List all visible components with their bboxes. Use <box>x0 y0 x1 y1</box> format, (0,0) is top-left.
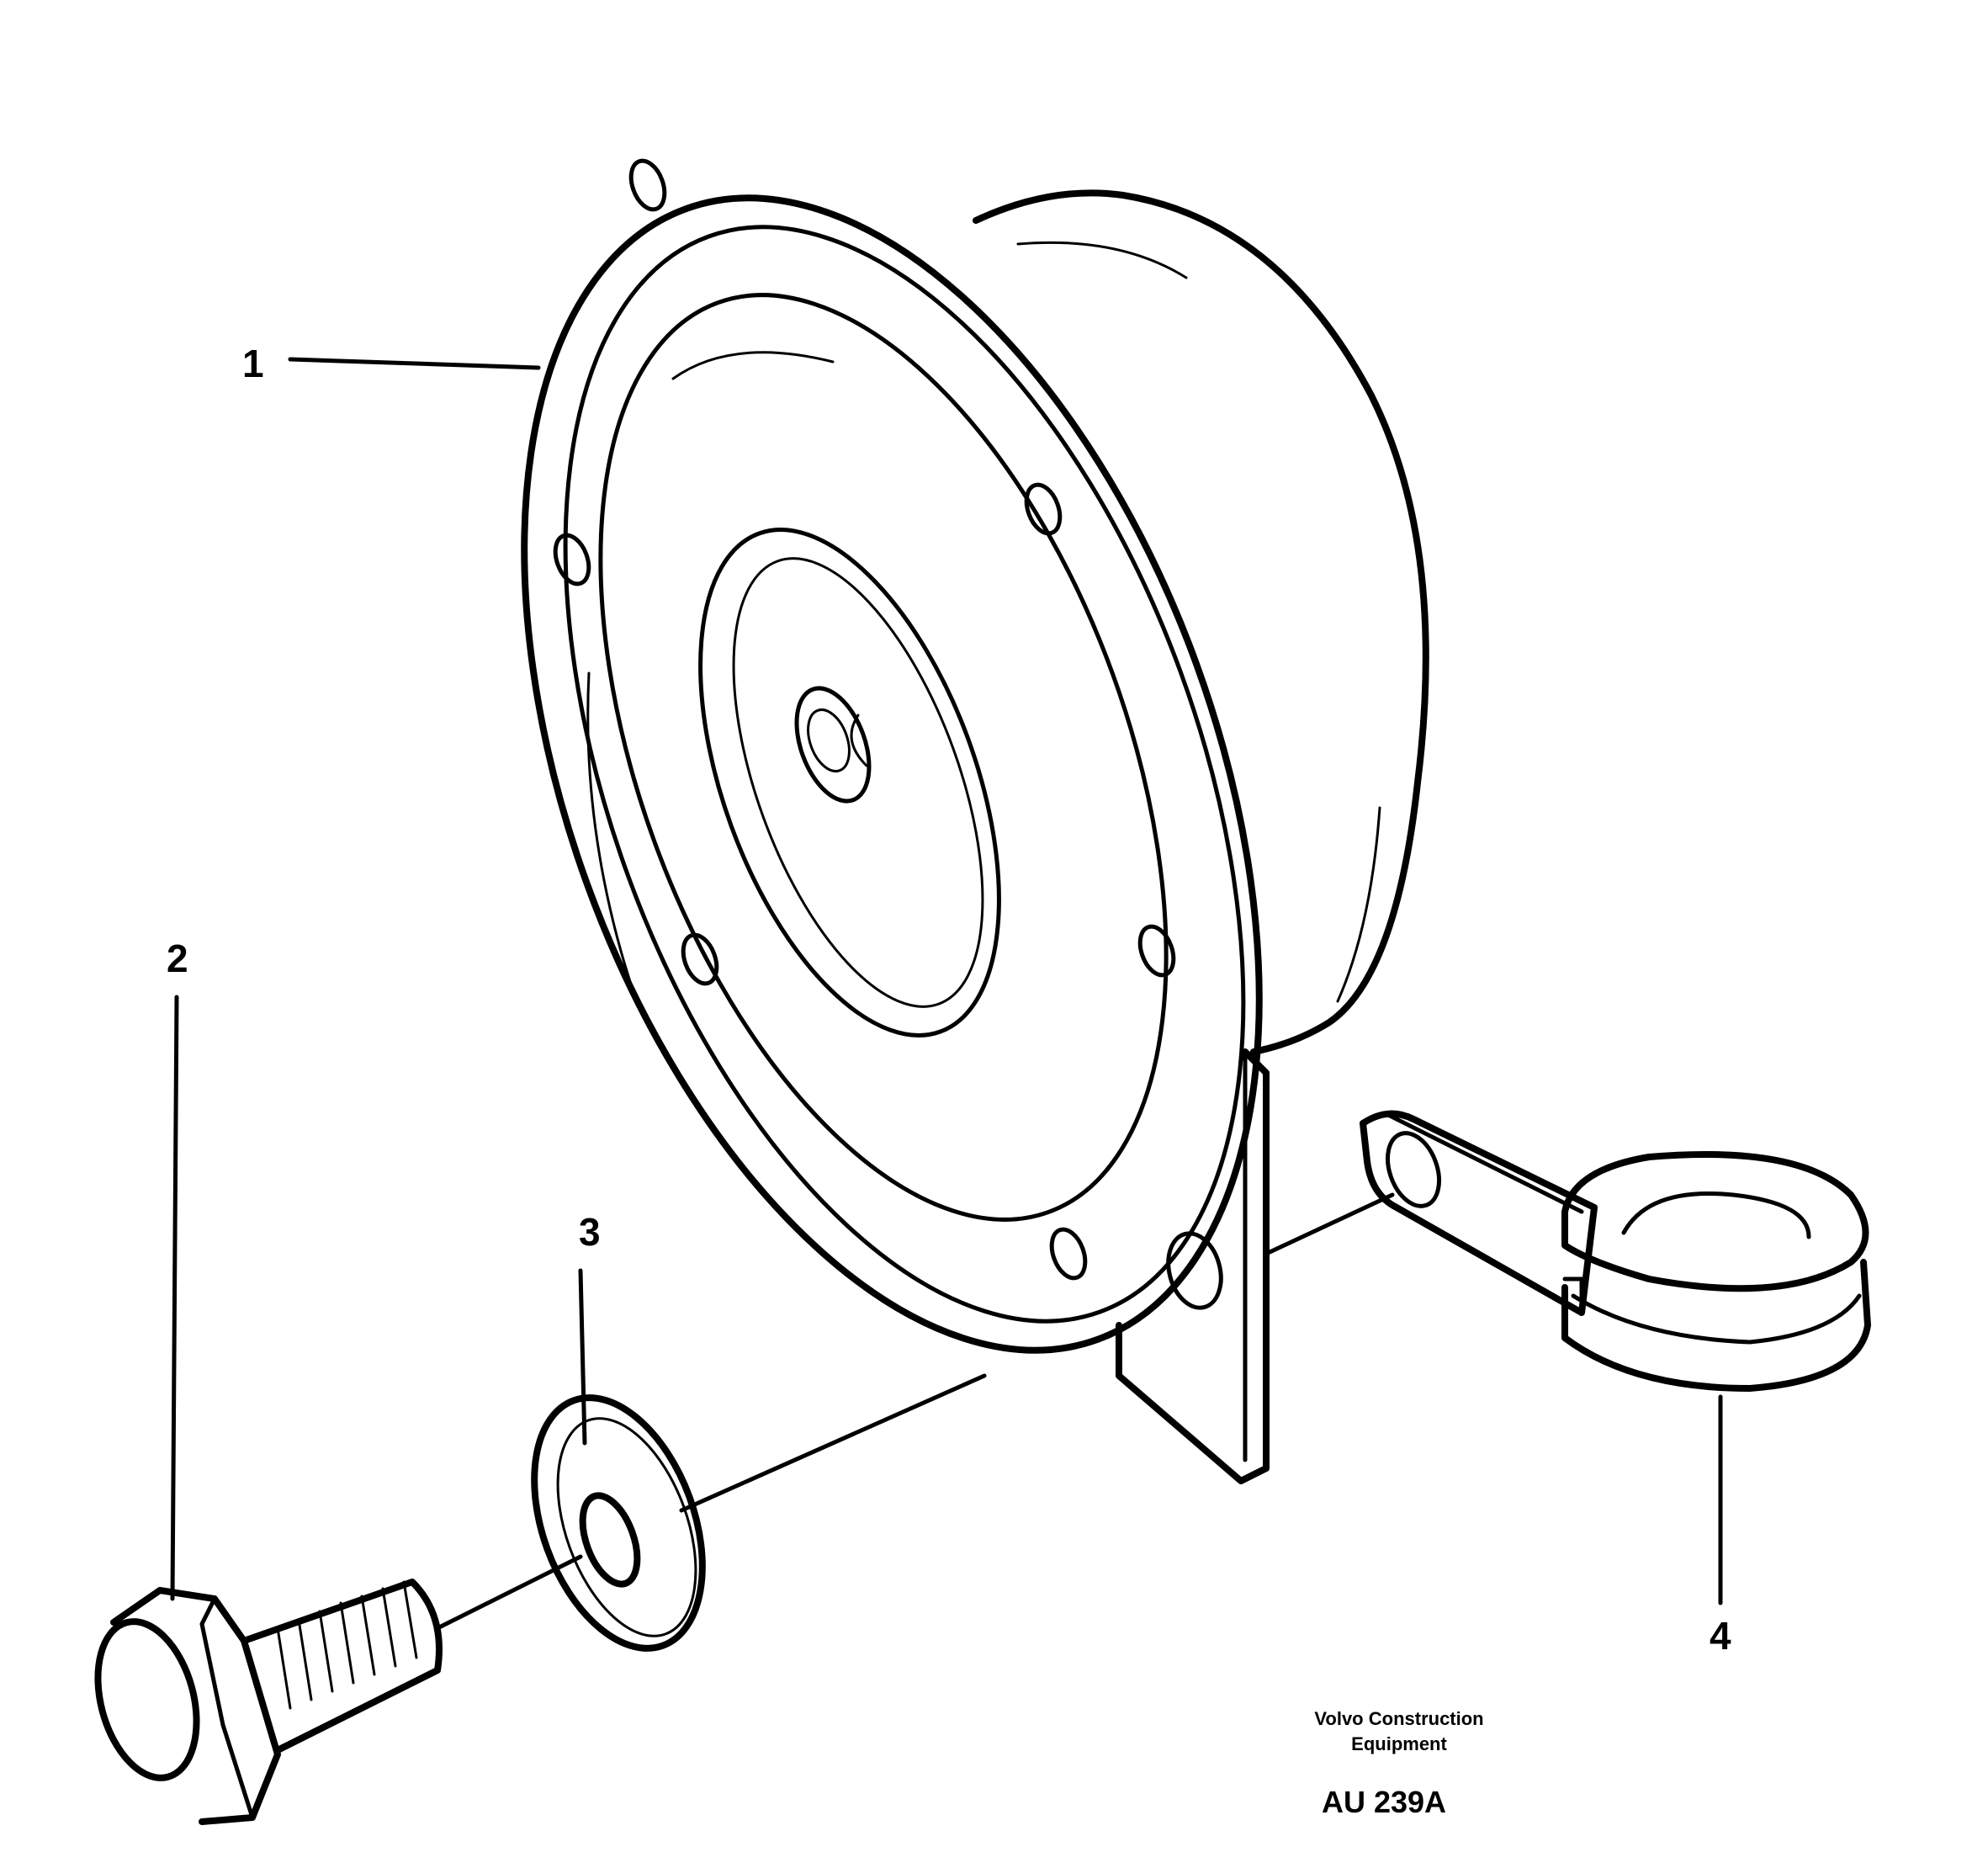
horn-mounting-bracket <box>1116 1048 1270 1484</box>
flange-hole-1 <box>628 158 667 212</box>
clamp-cushion-bottom <box>1561 1259 1871 1392</box>
callout-1: 1 <box>242 342 264 385</box>
flange-hole-3 <box>553 533 591 586</box>
flange-hole-4 <box>1137 924 1176 978</box>
caption-company-line2: Equipment <box>1351 1733 1447 1754</box>
flange-hole-6 <box>1049 1227 1088 1281</box>
leader-line-1 <box>288 357 541 370</box>
clamp-cushion-mid <box>1571 1293 1862 1345</box>
clamp-cushion-step <box>1562 1276 1584 1315</box>
bolt-head-face <box>94 1618 200 1781</box>
assembly-line-washer-horn <box>679 1373 987 1513</box>
horn-body-shade <box>1336 806 1381 1003</box>
assembly-line-bracket-clamp <box>1264 1192 1395 1256</box>
leader-line-2 <box>170 995 179 1601</box>
horn-flange-inner-rim <box>563 225 1246 1324</box>
callout-2: 2 <box>167 937 188 980</box>
horn-diaphragm-ring <box>698 528 1001 1037</box>
bolt-shank <box>241 1579 443 1754</box>
clamp-cushion-top <box>1561 1151 1869 1292</box>
bolt-part <box>94 1579 443 1825</box>
horn-face <box>598 293 1169 1222</box>
clamp-part <box>1360 1110 1871 1392</box>
caption-company-line1: Volvo Construction <box>1314 1708 1483 1729</box>
horn-bracket-hole <box>1166 1231 1223 1310</box>
horn-center-screw-slot <box>850 714 868 767</box>
flange-hole-2 <box>1024 482 1063 536</box>
horn-face-highlight-2 <box>586 671 641 1011</box>
horn-diaphragm-inner <box>732 557 984 1008</box>
caption-figure-code: AU 239A <box>1322 1785 1446 1819</box>
assembly-line-bolt-washer <box>435 1554 583 1631</box>
clamp-strap <box>1360 1110 1598 1316</box>
bolt-head-edge <box>199 1596 255 1820</box>
washer-outer <box>531 1394 706 1652</box>
clamp-strap-hole <box>1386 1131 1441 1208</box>
washer-part <box>531 1394 706 1652</box>
horn-body-outline <box>973 189 1429 1055</box>
leader-line-3 <box>578 1268 587 1446</box>
bolt-threads <box>276 1580 418 1710</box>
horn-face-highlight <box>671 351 835 380</box>
horn-center-screw-head <box>807 708 851 772</box>
callout-4: 4 <box>1710 1614 1731 1658</box>
horn-part <box>521 158 1429 1484</box>
horn-center-screw <box>794 686 872 804</box>
flange-hole-5 <box>681 932 719 986</box>
callout-3: 3 <box>579 1210 601 1254</box>
washer-inner-edge <box>556 1417 697 1637</box>
assembly-lines <box>170 357 1723 1631</box>
clamp-cushion-inner <box>1621 1191 1811 1239</box>
horn-body-inner-line <box>1016 241 1188 279</box>
clamp-strap-edge <box>1386 1112 1584 1214</box>
horn-flange-rim <box>521 194 1263 1354</box>
washer-hole <box>579 1492 641 1588</box>
